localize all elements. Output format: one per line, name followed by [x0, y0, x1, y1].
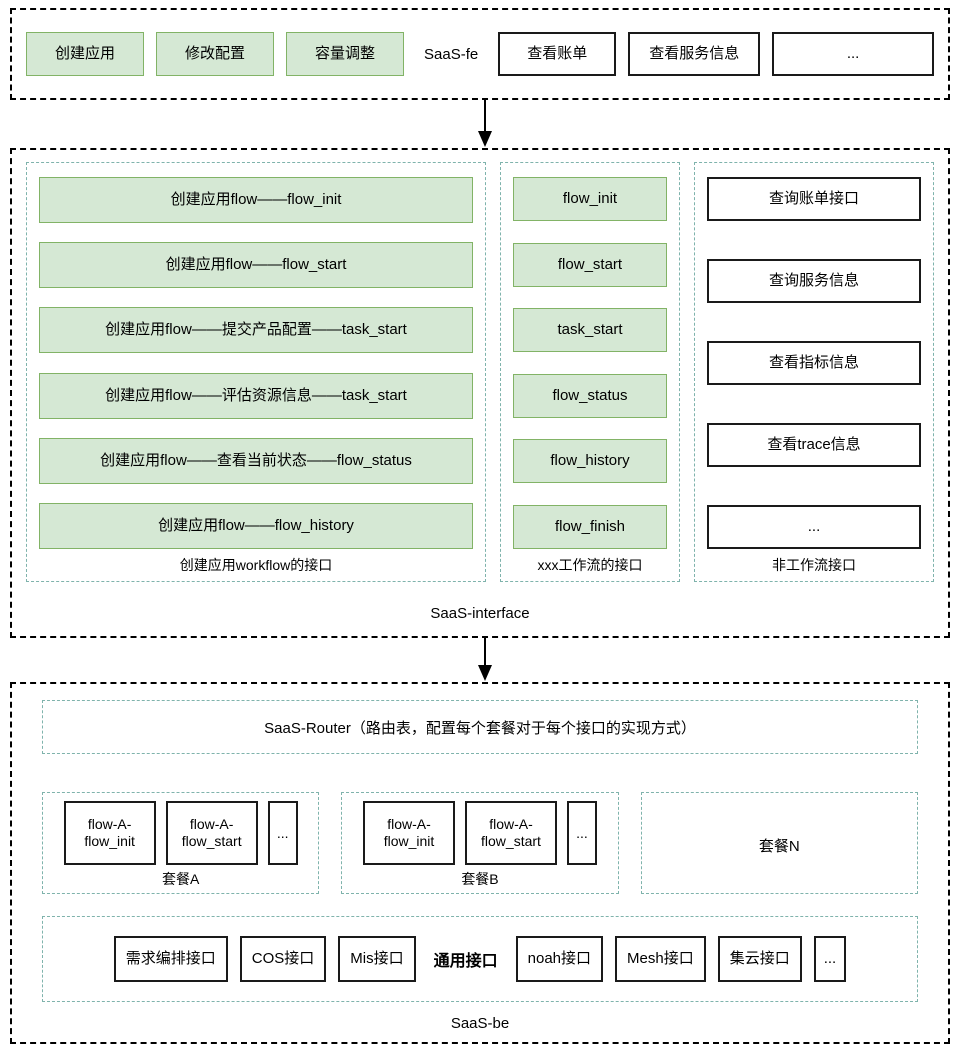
interface-group-create-app-workflow: 创建应用flow——flow_init 创建应用flow——flow_start… [26, 162, 486, 582]
interface-group-label: 非工作流接口 [772, 557, 856, 573]
fe-green-box-create-app[interactable]: 创建应用 [26, 32, 144, 76]
fe-box-row: 创建应用 修改配置 容量调整 SaaS-fe 查看账单 查看服务信息 ... [26, 32, 934, 76]
plan-group-label: 套餐A [161, 871, 200, 887]
be-interface-box[interactable]: COS接口 [239, 936, 327, 982]
plan-boxes: flow-A- flow_init flow-A- flow_start ... [352, 801, 607, 865]
interface-item[interactable]: task_start [513, 308, 667, 353]
arrow-fe-to-interface [478, 100, 492, 147]
plan-group-a: flow-A- flow_init flow-A- flow_start ...… [42, 792, 320, 894]
be-interface-box-more[interactable]: ... [813, 936, 847, 982]
interface-item[interactable]: 查询账单接口 [707, 177, 921, 221]
interface-item[interactable]: 查询服务信息 [707, 259, 921, 303]
plan-impl-line2: flow_start [181, 833, 242, 849]
be-interface-box[interactable]: noah接口 [515, 936, 604, 982]
plan-impl-box-more[interactable]: ... [566, 801, 597, 865]
saas-interface-layer: 创建应用flow——flow_init 创建应用flow——flow_start… [10, 148, 950, 638]
plan-boxes: flow-A- flow_init flow-A- flow_start ... [53, 801, 308, 865]
interface-group-items: flow_init flow_start task_start flow_sta… [513, 177, 667, 549]
saas-fe-label: SaaS-fe [424, 45, 479, 63]
plan-impl-box[interactable]: flow-A- flow_init [63, 801, 156, 865]
plan-group-b: flow-A- flow_init flow-A- flow_start ...… [341, 792, 619, 894]
interface-group-label: 创建应用workflow的接口 [179, 557, 333, 573]
fe-green-box-modify-config[interactable]: 修改配置 [156, 32, 274, 76]
interface-item[interactable]: 创建应用flow——flow_start [39, 242, 473, 289]
interface-columns: 创建应用flow——flow_init 创建应用flow——flow_start… [26, 162, 934, 582]
saas-router-label: SaaS-Router（路由表，配置每个套餐对于每个接口的实现方式） [264, 719, 696, 737]
plan-impl-line2: flow_init [383, 833, 435, 849]
plan-impl-line1: flow-A- [189, 816, 234, 833]
be-interface-box[interactable]: Mis接口 [338, 936, 416, 982]
plan-impl-line2: ... [576, 824, 588, 841]
interface-item[interactable]: flow_status [513, 373, 667, 418]
interface-item[interactable]: ... [707, 505, 921, 549]
plan-n-label: 套餐N [758, 837, 800, 855]
interface-group-label: xxx工作流的接口 [537, 557, 643, 573]
interface-group-items: 创建应用flow——flow_init 创建应用flow——flow_start… [39, 177, 473, 549]
plan-group-n: 套餐N [640, 792, 918, 894]
be-interface-box[interactable]: 集云接口 [717, 936, 802, 982]
plan-impl-box[interactable]: flow-A- flow_start [165, 801, 258, 865]
interface-item[interactable]: 创建应用flow——评估资源信息——task_start [39, 372, 473, 419]
be-interface-box[interactable]: 需求编排接口 [113, 936, 228, 982]
interface-item[interactable]: 创建应用flow——flow_history [39, 502, 473, 549]
interface-item[interactable]: 创建应用flow——提交产品配置——task_start [39, 307, 473, 354]
fe-white-box-view-bill[interactable]: 查看账单 [498, 32, 617, 76]
interface-group-non-workflow: 查询账单接口 查询服务信息 查看指标信息 查看trace信息 ... 非工作流接… [694, 162, 934, 582]
fe-white-box-view-service-info[interactable]: 查看服务信息 [628, 32, 761, 76]
fe-green-box-capacity-adjust[interactable]: 容量调整 [286, 32, 404, 76]
plan-impl-line2: ... [276, 824, 289, 841]
saas-fe-layer: 创建应用 修改配置 容量调整 SaaS-fe 查看账单 查看服务信息 ... [10, 8, 950, 100]
plan-impl-line1: flow-A- [387, 816, 431, 833]
interface-item[interactable]: flow_init [513, 177, 667, 221]
saas-interface-label: SaaS-interface [430, 605, 530, 622]
plan-impl-box[interactable]: flow-A- flow_init [362, 801, 455, 865]
saas-be-label: SaaS-be [450, 1015, 510, 1032]
interface-item[interactable]: 查看trace信息 [707, 423, 921, 467]
saas-router-box[interactable]: SaaS-Router（路由表，配置每个套餐对于每个接口的实现方式） [42, 700, 918, 754]
interface-item[interactable]: flow_history [513, 439, 667, 484]
plan-impl-line1: flow-A- [87, 816, 132, 833]
plan-impl-line2: flow_init [84, 833, 135, 849]
plan-impl-line1: flow-A- [489, 816, 533, 833]
be-interface-box[interactable]: Mesh接口 [615, 936, 706, 982]
common-interface-row: 需求编排接口 COS接口 Mis接口 通用接口 noah接口 Mesh接口 集云… [42, 916, 918, 1002]
saas-be-layer: SaaS-Router（路由表，配置每个套餐对于每个接口的实现方式） flow-… [10, 682, 950, 1044]
interface-group-items: 查询账单接口 查询服务信息 查看指标信息 查看trace信息 ... [707, 177, 921, 549]
plan-impl-box-more[interactable]: ... [267, 801, 298, 865]
common-interface-label: 通用接口 [433, 953, 498, 970]
interface-group-xxx-workflow: flow_init flow_start task_start flow_sta… [500, 162, 680, 582]
plan-group-label: 套餐B [461, 871, 499, 887]
arrow-interface-to-be [478, 638, 492, 681]
fe-white-box-more[interactable]: ... [772, 32, 934, 76]
interface-item[interactable]: 创建应用flow——查看当前状态——flow_status [39, 437, 473, 484]
plans-row: flow-A- flow_init flow-A- flow_start ...… [42, 792, 918, 894]
interface-item[interactable]: flow_start [513, 242, 667, 287]
interface-item[interactable]: flow_finish [513, 504, 667, 549]
plan-impl-box[interactable]: flow-A- flow_start [464, 801, 557, 865]
interface-item[interactable]: 创建应用flow——flow_init [39, 177, 473, 223]
plan-impl-line2: flow_start [481, 833, 541, 849]
interface-item[interactable]: 查看指标信息 [707, 341, 921, 385]
